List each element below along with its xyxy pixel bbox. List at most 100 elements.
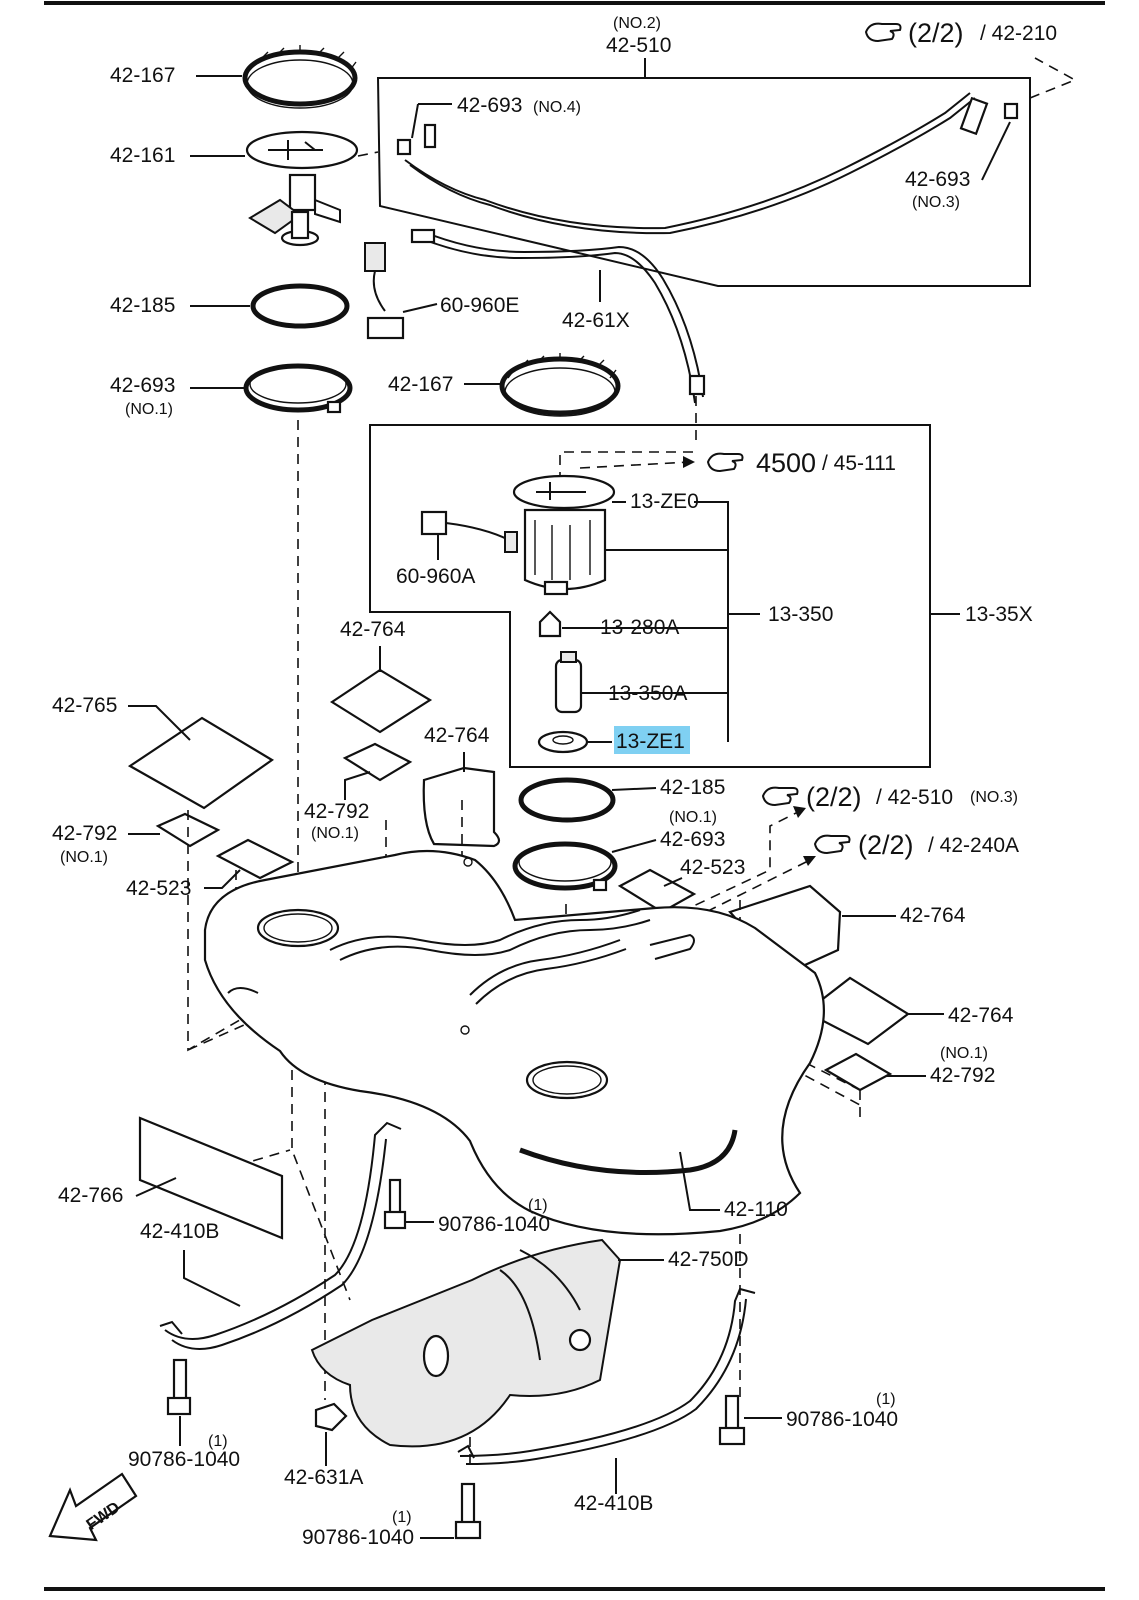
label-no3[interactable]: (NO.3) [912, 194, 960, 211]
label-13-ze1-highlight [614, 726, 690, 754]
label-60-960e[interactable]: 60-960E [440, 294, 519, 317]
gasket-42-185-top [250, 283, 350, 329]
pointing-hand-icon [706, 452, 744, 473]
leader-42-766 [135, 1177, 177, 1197]
qty-c[interactable]: (1) [876, 1391, 896, 1408]
fuel-tank-42-110 [203, 849, 825, 1236]
ref-frac-42-510[interactable]: (2/2) [806, 782, 862, 812]
label-42-766[interactable]: 42-766 [58, 1184, 123, 1207]
fuel-pump-13-350a [554, 651, 583, 714]
bolt-90786-1040-d [454, 1482, 482, 1540]
bolt-90786-1040-b [166, 1358, 192, 1416]
label-90786-d[interactable]: 90786-1040 [302, 1526, 414, 1549]
label-42-792-left[interactable]: 42-792 [52, 822, 117, 845]
label-13-ze1[interactable]: 13-ZE1 [616, 730, 685, 753]
dash-to-4500 [559, 451, 696, 482]
pump-module-box-13-35x [369, 424, 931, 768]
label-42-750d[interactable]: 42-750D [668, 1248, 749, 1271]
ref-4500[interactable]: 4500 [756, 448, 816, 478]
label-no2[interactable]: (NO.2) [613, 15, 661, 32]
label-42-410b-right[interactable]: 42-410B [574, 1492, 653, 1515]
filter-plate-13-ze1 [537, 730, 589, 754]
label-42-764-c[interactable]: 42-764 [900, 904, 966, 927]
pointing-hand-icon [864, 22, 902, 43]
label-60-960a[interactable]: 60-960A [396, 565, 475, 588]
label-42-523-right[interactable]: 42-523 [680, 856, 745, 879]
label-no1-c[interactable]: (NO.1) [60, 849, 108, 866]
ref-part-42-240a[interactable]: / 42-240A [928, 834, 1019, 857]
label-42-185-top[interactable]: 42-185 [110, 294, 175, 317]
pointing-hand-icon [761, 786, 799, 807]
label-90786-b[interactable]: 90786-1040 [128, 1448, 240, 1471]
dash-42-161-hose [357, 151, 379, 157]
label-90786-c[interactable]: 90786-1040 [786, 1408, 898, 1431]
leader-42-693-mid [611, 839, 657, 853]
ref-frac-42-240a[interactable]: (2/2) [858, 830, 914, 860]
label-13-35x[interactable]: 13-35X [965, 603, 1033, 626]
bracket-13-350 [586, 501, 760, 742]
label-42-792-mid[interactable]: 42-792 [304, 800, 369, 823]
connector-60-960e [364, 242, 405, 340]
clamp-ring-42-693-no1-mid [512, 841, 618, 892]
label-13-350a[interactable]: 13-350A [608, 682, 687, 705]
label-42-523-left[interactable]: 42-523 [126, 877, 191, 900]
label-13-ze0[interactable]: 13-ZE0 [630, 490, 699, 513]
leader-42-185-mid [611, 787, 657, 791]
qty-b[interactable]: (1) [208, 1433, 228, 1450]
label-13-280a[interactable]: 13-280A [600, 616, 679, 639]
ref-4500-part[interactable]: / 45-111 [822, 452, 896, 475]
dash-to-42-510 [633, 811, 799, 935]
label-42-693-mid[interactable]: 42-693 [660, 828, 725, 851]
label-42-631a[interactable]: 42-631A [284, 1466, 363, 1489]
arrow-to-42-240a [803, 856, 816, 866]
label-42-161[interactable]: 42-161 [110, 144, 175, 167]
label-42-185-mid[interactable]: 42-185 [660, 776, 725, 799]
label-42-410b-left[interactable]: 42-410B [140, 1220, 219, 1243]
ref-frac-42-210[interactable]: (2/2) [908, 18, 964, 48]
label-13-350[interactable]: 13-350 [768, 603, 833, 626]
insulator-42-764-a [329, 668, 433, 734]
label-no1-e[interactable]: (NO.1) [940, 1045, 988, 1062]
label-no1-d[interactable]: (NO.1) [669, 809, 717, 826]
ref-no3[interactable]: (NO.3) [970, 789, 1018, 806]
label-42-693-no3[interactable]: 42-693 [905, 168, 970, 191]
label-no1-b[interactable]: (NO.1) [311, 825, 359, 842]
leader-42-523-right [663, 877, 683, 887]
label-42-167-mid[interactable]: 42-167 [388, 373, 453, 396]
qty-d[interactable]: (1) [392, 1509, 412, 1526]
insulator-42-792-no1-mid [342, 742, 413, 782]
label-42-764-b[interactable]: 42-764 [424, 724, 490, 747]
fuel-sender-42-161 [245, 130, 359, 247]
label-42-764-d[interactable]: 42-764 [948, 1004, 1014, 1027]
label-no4[interactable]: (NO.4) [533, 99, 581, 116]
insulator-42-792-no1-right [823, 1052, 893, 1092]
label-42-510[interactable]: 42-510 [606, 34, 671, 57]
label-42-765[interactable]: 42-765 [52, 694, 117, 717]
insulator-42-766 [138, 1116, 284, 1240]
leader-42-410b-left [183, 1250, 241, 1307]
label-42-764-a[interactable]: 42-764 [340, 618, 406, 641]
label-42-110[interactable]: 42-110 [724, 1198, 788, 1221]
label-no1-a[interactable]: (NO.1) [125, 401, 173, 418]
fwd-arrow-icon: FWD [48, 1472, 138, 1542]
pointing-hand-icon [813, 834, 851, 855]
ref-part-42-210[interactable]: / 42-210 [980, 22, 1057, 45]
filter-13-280a [538, 610, 562, 638]
label-42-693-no4[interactable]: 42-693 [457, 94, 522, 117]
label-42-792-right[interactable]: 42-792 [930, 1064, 995, 1087]
clamp-ring-42-693-no1 [243, 363, 353, 414]
leader-60-960e [402, 303, 438, 313]
dash-to-42-210 [1029, 57, 1077, 99]
label-42-61x[interactable]: 42-61X [562, 309, 630, 332]
strap-42-410b-right [457, 1287, 756, 1465]
label-90786-a[interactable]: 90786-1040 [438, 1213, 550, 1236]
bolt-90786-1040-c [718, 1394, 746, 1446]
gasket-42-185-mid [518, 777, 616, 823]
leader-42-765 [128, 705, 191, 741]
ref-part-42-510[interactable]: / 42-510 [876, 786, 953, 809]
leader-42-110 [679, 1151, 720, 1211]
qty-a[interactable]: (1) [528, 1197, 548, 1214]
label-42-693-no1[interactable]: 42-693 [110, 374, 175, 397]
label-42-167-top[interactable]: 42-167 [110, 64, 175, 87]
